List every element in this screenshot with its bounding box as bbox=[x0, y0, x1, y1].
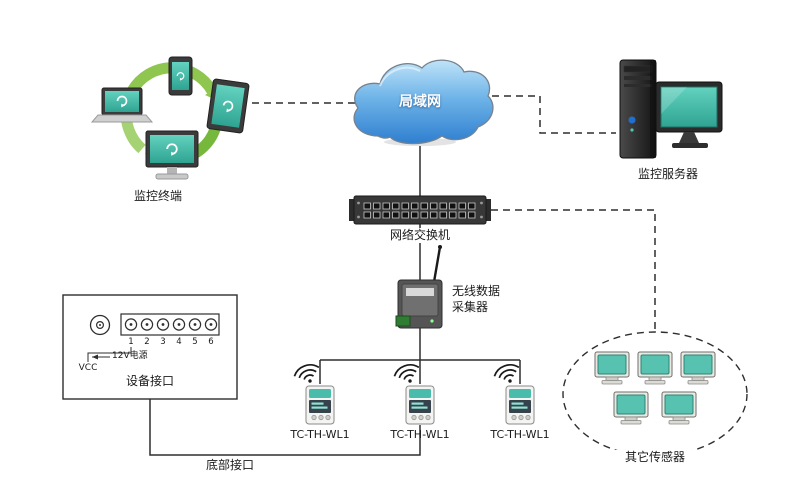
label-other-sensors: 其它传感器 bbox=[613, 450, 697, 465]
label-network-switch: 网络交换机 bbox=[375, 228, 465, 243]
label-lan: 局域网 bbox=[399, 94, 441, 110]
antenna-icon bbox=[432, 246, 442, 283]
monitor-icon bbox=[145, 130, 199, 180]
other-sensors-group bbox=[562, 331, 748, 457]
link-switch-othersensors bbox=[491, 209, 656, 331]
label-sensor-3: TC-TH-WL1 bbox=[490, 428, 550, 441]
label-wireless-collector-line1: 无线数据 bbox=[452, 284, 501, 298]
link-cloud-server bbox=[492, 95, 616, 134]
label-sensor-1: TC-TH-WL1 bbox=[290, 428, 350, 441]
label-12v-power: 12V电源 bbox=[112, 351, 148, 361]
sensor-device-3 bbox=[491, 360, 535, 425]
label-monitor-server: 监控服务器 bbox=[637, 167, 698, 181]
terminal-number-5: 5 bbox=[192, 337, 198, 347]
cloud-icon bbox=[353, 59, 494, 146]
terminal-number-6: 6 bbox=[208, 337, 214, 347]
label-sensor-2: TC-TH-WL1 bbox=[390, 428, 450, 441]
crt-monitor-icon bbox=[661, 391, 697, 425]
crt-monitor-icon bbox=[637, 351, 673, 385]
device-interface-box bbox=[62, 294, 238, 400]
label-wireless-collector-line2: 采集器 bbox=[452, 300, 489, 314]
phone-icon bbox=[168, 56, 193, 96]
wireless-collector-icon bbox=[395, 245, 443, 329]
terminal-number-1: 1 bbox=[128, 337, 134, 347]
label-device-interface: 设备接口 bbox=[125, 374, 174, 388]
laptop-icon bbox=[90, 87, 154, 123]
server-monitor-icon bbox=[655, 81, 723, 148]
crt-monitor-icon bbox=[613, 391, 649, 425]
wifi-icon bbox=[391, 360, 424, 388]
terminal-number-3: 3 bbox=[160, 337, 166, 347]
network-switch-icon bbox=[349, 195, 491, 225]
label-vcc: VCC bbox=[78, 363, 98, 373]
terminal-number-4: 4 bbox=[176, 337, 182, 347]
link-interface-bottom bbox=[149, 399, 421, 456]
wifi-icon bbox=[491, 360, 524, 388]
crt-monitor-icon bbox=[594, 351, 630, 385]
sensor-device-1 bbox=[291, 360, 335, 425]
sensor-device-2 bbox=[391, 360, 435, 425]
label-bottom-interface: 底部接口 bbox=[205, 458, 254, 472]
server-tower-icon bbox=[619, 59, 657, 159]
terminal-cluster bbox=[90, 56, 250, 180]
server-group bbox=[619, 59, 723, 159]
tablet-icon bbox=[206, 78, 250, 134]
wifi-icon bbox=[291, 360, 324, 388]
crt-monitor-icon bbox=[680, 351, 716, 385]
label-monitor-terminal: 监控终端 bbox=[133, 189, 182, 203]
terminal-number-2: 2 bbox=[144, 337, 150, 347]
